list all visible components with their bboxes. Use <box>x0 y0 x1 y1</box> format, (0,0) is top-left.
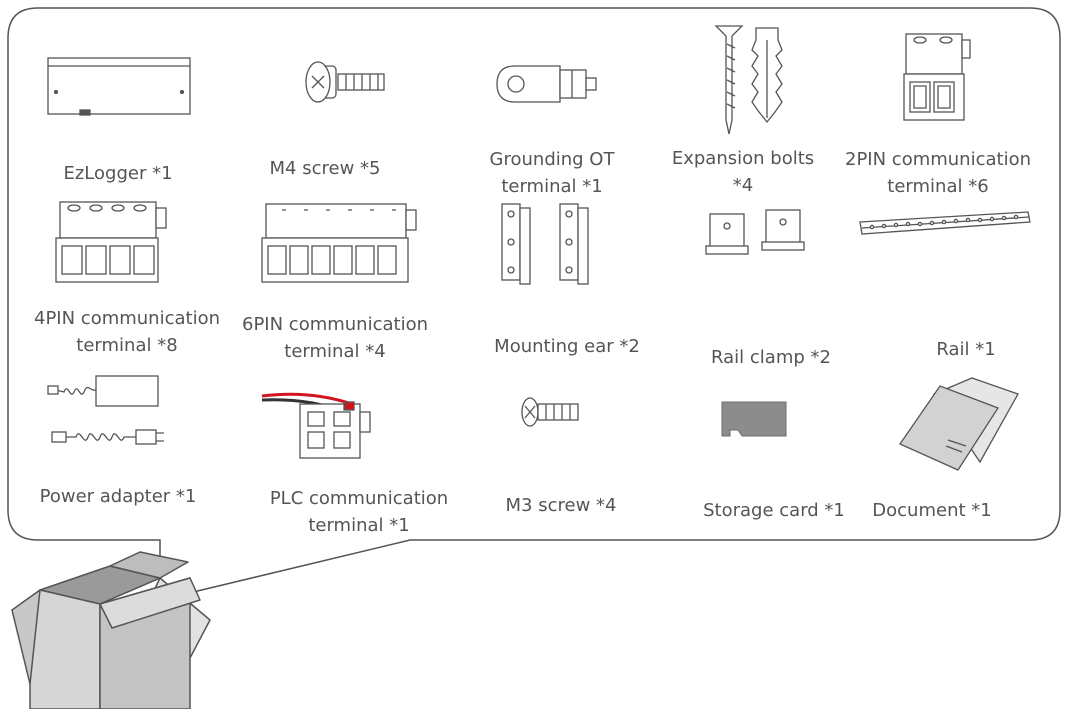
box-icon <box>11 551 211 709</box>
6pin-label-line: terminal *4 <box>284 341 386 362</box>
document-label-line: Document *1 <box>872 500 992 521</box>
m4-screw-label-line: M4 screw *5 <box>269 158 381 179</box>
4pin-label: 4PIN communication terminal *8 <box>34 305 220 359</box>
expansion-bolts-label-line: *4 <box>732 175 754 196</box>
4pin-terminal-icon <box>55 201 167 283</box>
grounding-ot-label-line: terminal *1 <box>501 176 603 197</box>
6pin-label: 6PIN communication terminal *4 <box>242 311 428 365</box>
2pin-label: 2PIN communication terminal *6 <box>845 146 1031 200</box>
storage-card-label-line: Storage card *1 <box>703 500 845 521</box>
storage-card-label: Storage card *1 <box>703 497 845 524</box>
rail-clamp-icon <box>705 209 805 255</box>
document-icon <box>899 377 1019 471</box>
callout-bubble <box>7 7 1061 601</box>
m3-screw-label: M3 screw *4 <box>506 492 617 519</box>
expansion-bolts-icon <box>714 25 783 135</box>
mounting-ear-label: Mounting ear *2 <box>494 333 640 360</box>
plc-terminal-icon <box>261 392 371 459</box>
expansion-bolts-label-line: Expansion bolts <box>671 148 815 169</box>
ezlogger-label-line: EzLogger *1 <box>63 163 173 184</box>
4pin-label-line: 4PIN communication <box>33 308 221 329</box>
plc-label-line: terminal *1 <box>308 515 410 536</box>
m4-screw-label: M4 screw *5 <box>270 155 381 182</box>
power-adapter-icon <box>47 375 164 445</box>
plc-label: PLC communication terminal *1 <box>270 485 448 539</box>
storage-card-icon <box>721 401 787 437</box>
2pin-label-line: 2PIN communication <box>844 149 1032 170</box>
6pin-label-line: 6PIN communication <box>241 314 429 335</box>
rail-label-line: Rail *1 <box>936 339 996 360</box>
expansion-bolts-label: Expansion bolts *4 <box>672 145 814 199</box>
ezlogger-icon <box>47 57 191 116</box>
document-label: Document *1 <box>872 497 991 524</box>
mounting-ear-icon <box>501 203 589 285</box>
rail-icon <box>859 211 1031 235</box>
rail-label: Rail *1 <box>936 336 995 363</box>
grounding-ot-label: Grounding OT terminal *1 <box>490 146 615 200</box>
mounting-ear-label-line: Mounting ear *2 <box>494 336 640 357</box>
2pin-label-line: terminal *6 <box>887 176 989 197</box>
grounding-ot-terminal-icon <box>496 65 597 103</box>
6pin-terminal-icon <box>261 203 417 283</box>
2pin-terminal-icon <box>903 33 971 121</box>
rail-clamp-label-line: Rail clamp *2 <box>711 347 831 368</box>
rail-clamp-label: Rail clamp *2 <box>711 344 831 371</box>
m3-screw-icon <box>521 397 579 427</box>
m4-screw-icon <box>305 61 385 103</box>
ezlogger-label: EzLogger *1 <box>63 160 172 187</box>
plc-label-line: PLC communication <box>269 488 449 509</box>
4pin-label-line: terminal *8 <box>76 335 178 356</box>
grounding-ot-label-line: Grounding OT <box>489 149 615 170</box>
m3-screw-label-line: M3 screw *4 <box>505 495 617 516</box>
power-adapter-label-line: Power adapter *1 <box>39 486 197 507</box>
power-adapter-label: Power adapter *1 <box>40 483 197 510</box>
